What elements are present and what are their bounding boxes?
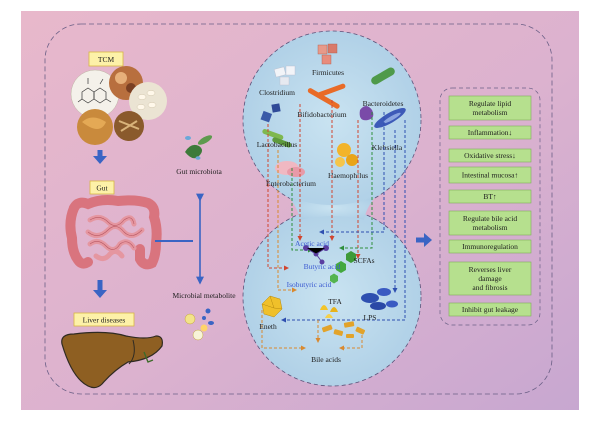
arrow-tcm-to-gut <box>93 156 107 164</box>
label-haemophilus: Haemophilus <box>328 171 368 180</box>
pathway-arrows <box>261 100 406 351</box>
effect-label: Inflammation↓ <box>468 128 513 137</box>
effect-label: Immunoregulation <box>462 242 518 251</box>
arrow-gut-to-liver <box>93 290 107 298</box>
tcm-label-box <box>88 51 124 67</box>
label-lactobacillus: Lactobacillus <box>257 140 297 149</box>
label-firmicutes: Firmicutes <box>312 68 344 77</box>
label-scfas: SCFAs <box>353 256 374 265</box>
effect-label: Intestinal mucosa↑ <box>462 171 518 180</box>
effects-panel <box>439 87 541 326</box>
effect-box <box>448 189 532 204</box>
metabolite-shapes <box>261 245 398 338</box>
microbiota-icon <box>185 135 213 160</box>
label-eneth: Eneth <box>259 322 277 331</box>
label-enterobacterium: Enterobacterium <box>266 179 316 188</box>
gut-label-box <box>89 180 115 195</box>
effect-box <box>448 95 532 121</box>
effect-box <box>448 166 532 184</box>
effect-box <box>448 210 532 236</box>
metabolite-labels: Acetic acid Butyric acid Isobutyric acid… <box>259 239 376 364</box>
label-klebsiella: Klebsiella <box>372 143 403 152</box>
effect-label: BT↑ <box>483 192 496 201</box>
metabolite-circle <box>242 207 422 387</box>
label-tfa: TFA <box>328 297 342 306</box>
arrow-to-effects <box>424 233 432 247</box>
herb-collage-image <box>70 66 167 145</box>
label-isobutyric-acid: Isobutyric acid <box>287 280 332 289</box>
metabolite-icon <box>184 308 214 341</box>
liver-block: Liver diseases <box>61 312 163 389</box>
effect-label: Oxidative stress↓ <box>464 151 516 160</box>
bacteria-labels: Firmicutes Clostridium Bacteroidetes Bif… <box>257 68 404 188</box>
microbial-metabolite-label: Microbial metabolite <box>172 291 236 300</box>
effect-box <box>448 261 532 296</box>
liver-image <box>61 331 163 389</box>
effect-box <box>448 239 532 254</box>
microbial-metabolite-group: Microbial metabolite <box>172 291 236 341</box>
effect-box <box>448 125 532 140</box>
gut-microbiota-group: Gut microbiota <box>176 135 222 176</box>
label-acetic-acid: Acetic acid <box>295 239 329 248</box>
gut-block: Gut <box>65 180 162 298</box>
label-butyric-acid: Butyric acid <box>304 262 341 271</box>
effect-box <box>448 302 532 317</box>
tcm-block: TCM <box>70 51 167 164</box>
effect-label: Inhibit gut leakage <box>462 305 519 314</box>
tcm-label: TCM <box>98 55 115 64</box>
label-clostridium: Clostridium <box>259 88 295 97</box>
effect-box <box>448 148 532 163</box>
label-bile-acids: Bile acids <box>311 355 341 364</box>
liver-label: Liver diseases <box>83 316 126 325</box>
label-bifidobacterium: Bifidobacterium <box>297 110 346 119</box>
label-bacteroidetes: Bacteroidetes <box>363 99 404 108</box>
outer-dashed-frame <box>44 23 553 395</box>
label-lps: LPS <box>364 313 377 322</box>
gut-microbiota-label: Gut microbiota <box>176 167 222 176</box>
intestine-image <box>65 195 162 270</box>
gut-label: Gut <box>96 184 108 193</box>
liver-label-box <box>73 312 135 327</box>
